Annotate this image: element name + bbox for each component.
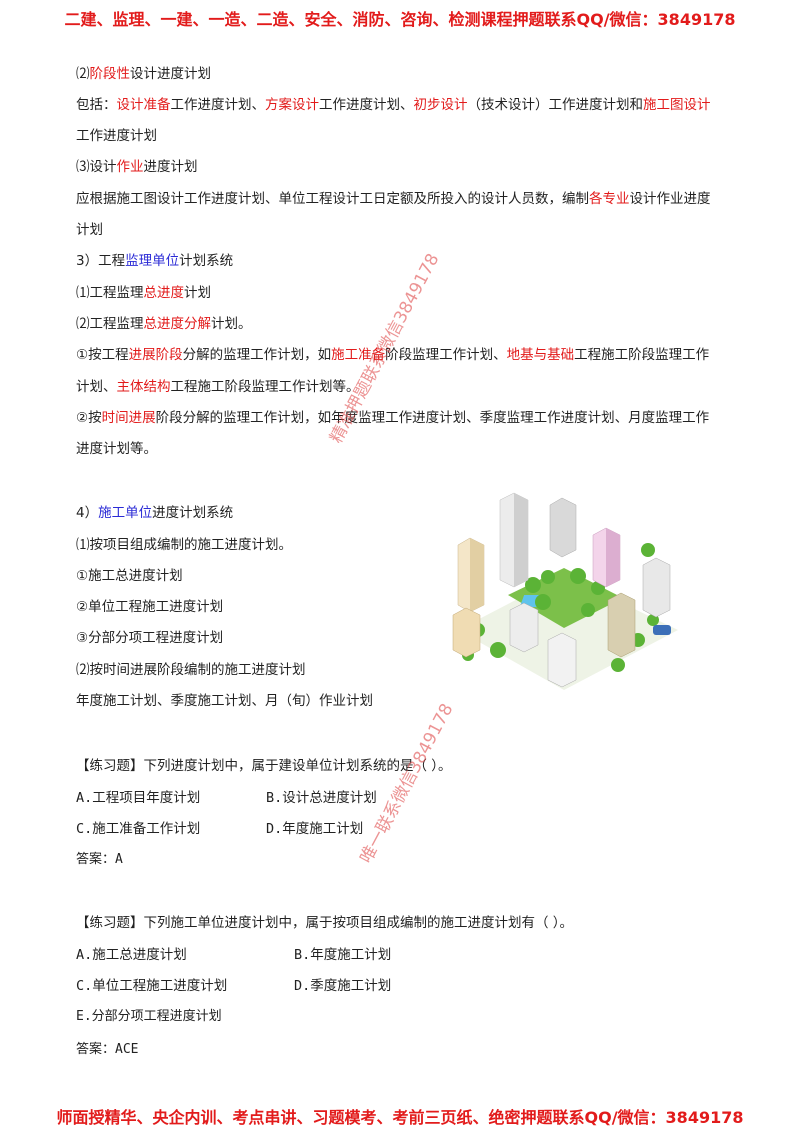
supervision-p2: ②按时间进展阶段分解的监理工作计划，如年度监理工作进度计划、季度监理工作进度计划… [76,410,710,426]
bottom-banner: 师面授精华、央企内训、考点串讲、习题模考、考前三页纸、绝密押题联系QQ/微信：3… [56,1108,744,1127]
construction-item5: ⑵按时间进展阶段编制的施工进度计划 [76,662,306,678]
supervision-heading: 3）工程监理单位计划系统 [76,253,234,269]
supervision-p1-line2: 计划、主体结构工程施工阶段监理工作计划等。 [76,379,360,395]
construction-item3: ②单位工程施工进度计划 [76,599,224,615]
q1-answer: 答案：A [76,852,123,867]
q2-stem: 【练习题】下列施工单位进度计划中，属于按项目组成编制的施工进度计划有（ ）。 [76,915,574,931]
section2-line2: 工作进度计划 [76,128,157,144]
q2-option-d: D.季度施工计划 [294,978,392,994]
construction-item1: ⑴按项目组成编制的施工进度计划。 [76,537,292,553]
construction-item6: 年度施工计划、季度施工计划、月（旬）作业计划 [76,693,373,709]
supervision-p1: ①按工程进展阶段分解的监理工作计划，如施工准备阶段监理工作计划、地基与基础工程施… [76,347,710,363]
construction-heading: 4）施工单位进度计划系统 [76,505,234,521]
q1-option-b: B.设计总进度计划 [266,790,377,806]
section3-title: ⑶设计作业进度计划 [76,159,198,175]
q2-option-b: B.年度施工计划 [294,947,392,963]
q1-option-d: D.年度施工计划 [266,821,364,837]
section3-line2: 计划 [76,222,103,238]
isometric-city-icon [452,492,678,690]
q2-option-c: C.单位工程施工进度计划 [76,978,228,994]
q2-option-e: E.分部分项工程进度计划 [76,1009,222,1024]
top-banner: 二建、监理、一建、一造、二造、安全、消防、咨询、检测课程押题联系QQ/微信：38… [64,10,736,29]
q2-answer: 答案：ACE [76,1042,139,1057]
construction-item2: ①施工总进度计划 [76,568,183,584]
supervision-item1: ⑴工程监理总进度计划 [76,285,211,301]
supervision-p2-line2: 进度计划等。 [76,441,157,457]
q1-option-a: A.工程项目年度计划 [76,790,201,806]
watermark-2: 唯一联系微信3849178 [356,700,458,867]
q1-stem: 【练习题】下列进度计划中，属于建设单位计划系统的是（ ）。 [76,758,452,774]
section2-line1: 包括：设计准备工作进度计划、方案设计工作进度计划、初步设计（技术设计）工作进度计… [76,97,711,113]
supervision-item2: ⑵工程监理总进度分解计划。 [76,316,252,332]
q1-option-c: C.施工准备工作计划 [76,821,201,837]
section2-title: ⑵阶段性设计进度计划 [76,66,211,82]
q2-option-a: A.施工总进度计划 [76,947,187,963]
construction-item4: ③分部分项工程进度计划 [76,630,224,646]
section3-line1: 应根据施工图设计工作进度计划、单位工程设计工日定额及所投入的设计人员数，编制各专… [76,191,711,207]
